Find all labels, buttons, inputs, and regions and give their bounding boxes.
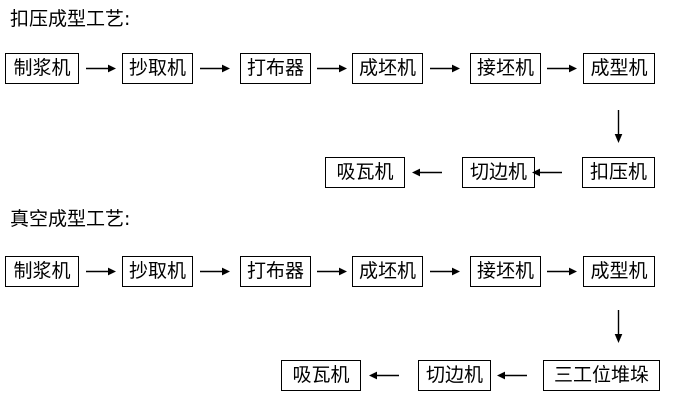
node-s2r1-6[interactable]: 成型机 [583,256,655,287]
arrow-right-icon-s2r1-4 [430,266,460,277]
node-s2r1-5[interactable]: 接坯机 [470,256,541,287]
node-s1r1-3[interactable]: 打布器 [240,53,311,84]
node-s2r1-3[interactable]: 打布器 [240,256,311,287]
arrow-right-icon-s1r1-4 [430,63,460,74]
node-s1r2-3[interactable]: 扣压机 [582,157,655,188]
node-s1r1-1[interactable]: 制浆机 [5,53,79,84]
arrow-right-icon-s2r1-5 [547,266,577,277]
arrow-right-icon-s1r1-1 [86,63,116,74]
node-s1r2-2[interactable]: 切边机 [462,157,535,188]
arrow-down-icon-s1 [613,110,624,143]
node-s1r2-1[interactable]: 吸瓦机 [325,157,405,188]
node-s2r1-2[interactable]: 抄取机 [122,256,193,287]
node-s1r1-2[interactable]: 抄取机 [122,53,193,84]
arrow-left-icon-s1r2-2 [532,167,562,178]
arrow-right-icon-s1r1-5 [547,63,577,74]
node-s1r1-5[interactable]: 接坯机 [470,53,541,84]
section-title-1: 扣压成型工艺: [10,8,131,30]
arrow-right-icon-s2r1-2 [200,266,230,277]
node-s1r1-6[interactable]: 成型机 [583,53,655,84]
arrow-left-icon-s2r2-2 [497,370,527,381]
node-s2r2-1[interactable]: 吸瓦机 [281,360,361,391]
arrow-right-icon-s2r1-3 [317,266,347,277]
arrow-right-icon-s1r1-2 [200,63,230,74]
arrow-down-icon-s2 [613,310,624,343]
arrow-left-icon-s1r2-1 [412,167,442,178]
node-s1r1-4[interactable]: 成坯机 [352,53,423,84]
arrow-right-icon-s1r1-3 [317,63,347,74]
node-s2r1-4[interactable]: 成坯机 [352,256,423,287]
node-s2r2-2[interactable]: 切边机 [418,360,491,391]
arrow-left-icon-s2r2-1 [369,370,399,381]
arrow-right-icon-s2r1-1 [86,266,116,277]
section-title-2: 真空成型工艺: [10,208,131,230]
node-s2r2-3[interactable]: 三工位堆垛 [543,360,660,391]
node-s2r1-1[interactable]: 制浆机 [5,256,79,287]
